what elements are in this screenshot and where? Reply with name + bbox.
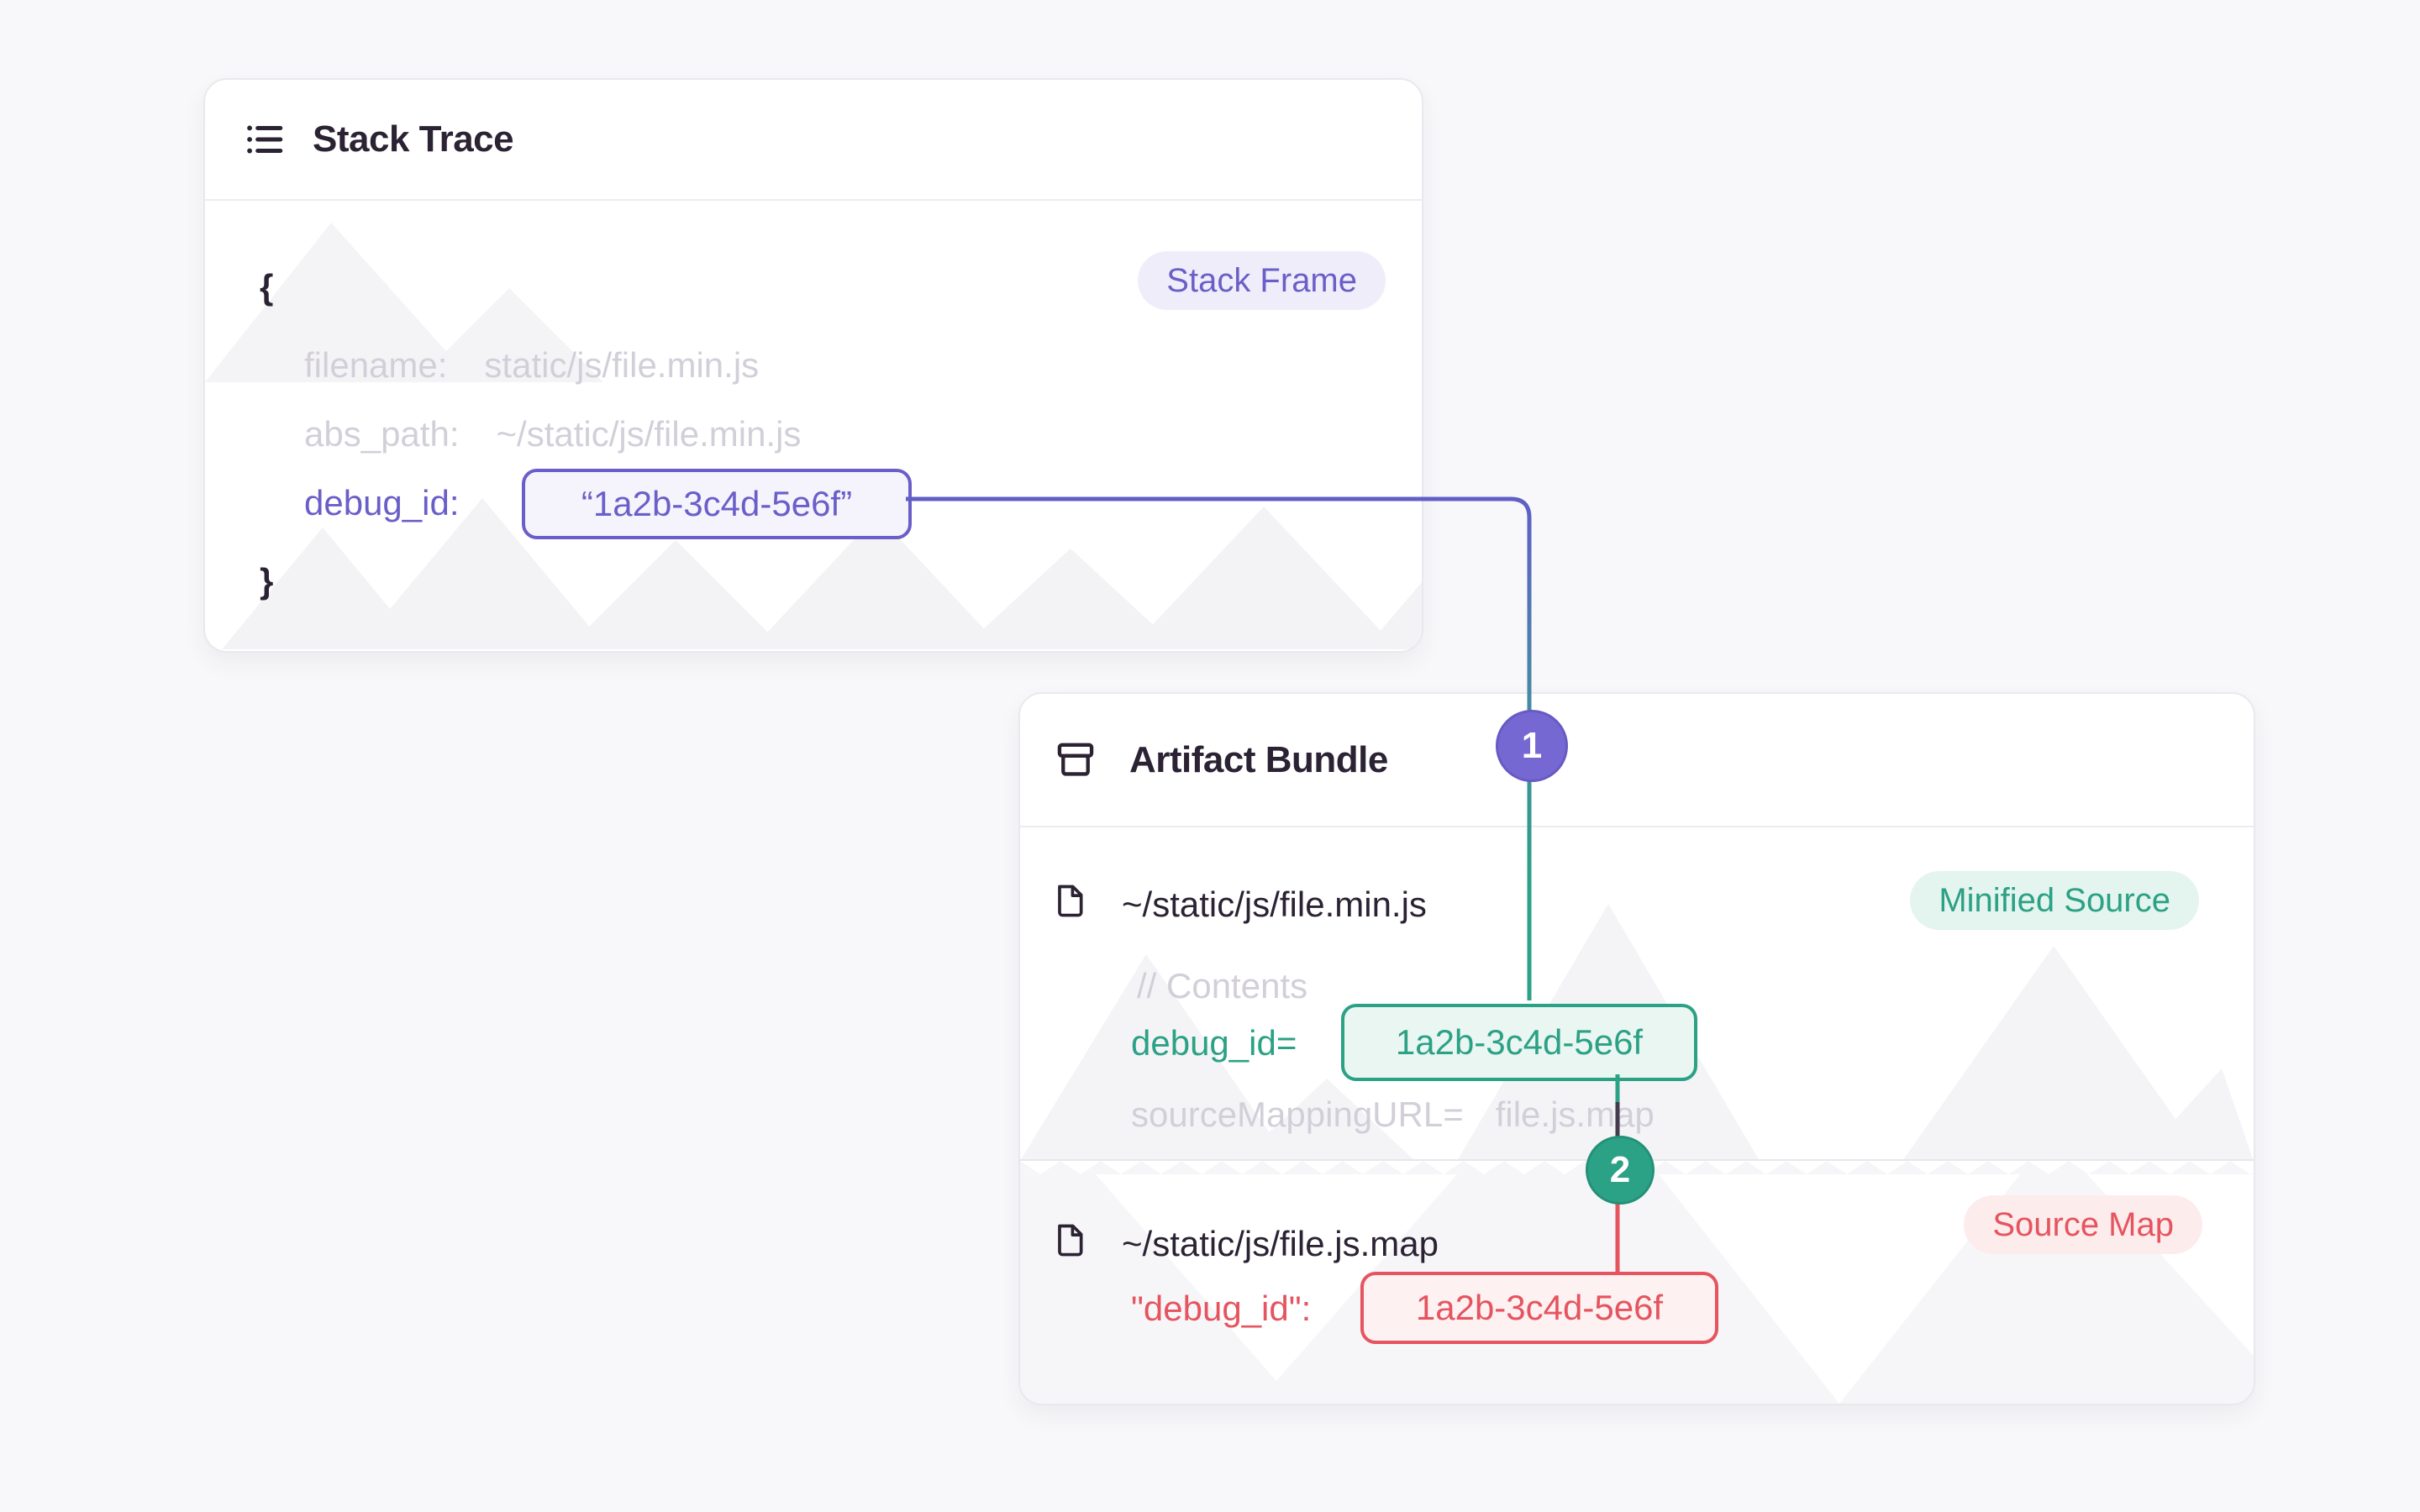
minified-source-badge-label: Minified Source xyxy=(1939,882,2170,919)
sourcemap-file-path: ~/static/js/file.js.map xyxy=(1122,1224,1439,1263)
artifact-bundle-header: Artifact Bundle xyxy=(1020,694,2254,827)
artifact-bundle-title: Artifact Bundle xyxy=(1129,738,1388,780)
stack-frame-badge: Stack Frame xyxy=(1138,251,1386,310)
bundle-debug-id-value: 1a2b-3c4d-5e6f xyxy=(1395,1022,1644,1062)
stack-trace-title: Stack Trace xyxy=(313,118,514,160)
bundle-debug-id-value-box: 1a2b-3c4d-5e6f xyxy=(1341,1004,1697,1081)
filename-row: filename: static/js/file.min.js xyxy=(304,344,759,388)
source-mapping-url-row: sourceMappingURL= file.js.map xyxy=(1131,1093,1655,1137)
bundle-debug-id-label: debug_id= xyxy=(1131,1023,1297,1063)
contents-comment: // Contents xyxy=(1137,966,1308,1005)
source-mapping-url-value: file.js.map xyxy=(1495,1095,1655,1134)
sourcemap-debug-id-value: 1a2b-3c4d-5e6f xyxy=(1415,1288,1664,1327)
abs-path-value: ~/static/js/file.min.js xyxy=(496,414,802,454)
step-2-number: 2 xyxy=(1609,1149,1631,1190)
file-icon xyxy=(1050,1221,1087,1263)
file-icon xyxy=(1050,882,1087,923)
artifact-bundle-card: Artifact Bundle ~/static/js/file.min.js … xyxy=(1018,692,2255,1405)
step-2-badge: 2 xyxy=(1586,1136,1655,1205)
brace-close: } xyxy=(260,561,274,601)
abs-path-row: abs_path: ~/static/js/file.min.js xyxy=(304,412,801,457)
debug-id-value-box: “1a2b-3c4d-5e6f” xyxy=(522,469,912,539)
abs-path-label: abs_path: xyxy=(304,414,460,454)
debug-id-value: “1a2b-3c4d-5e6f” xyxy=(581,484,853,523)
list-icon xyxy=(244,118,286,160)
sourcemap-debug-id-value-box: 1a2b-3c4d-5e6f xyxy=(1360,1272,1718,1344)
step-1-number: 1 xyxy=(1521,725,1543,766)
minified-file-path: ~/static/js/file.min.js xyxy=(1122,885,1427,924)
step-1-badge: 1 xyxy=(1496,710,1568,782)
filename-value: static/js/file.min.js xyxy=(484,345,760,385)
minified-source-badge: Minified Source xyxy=(1910,871,2199,930)
filename-label: filename: xyxy=(304,345,448,385)
debug-id-row-label: debug_id: xyxy=(304,483,460,522)
stack-trace-card: Stack Trace { Stack Frame filename: stati… xyxy=(203,78,1423,653)
source-mapping-url-label: sourceMappingURL= xyxy=(1131,1095,1464,1134)
stack-trace-header: Stack Trace xyxy=(205,80,1422,201)
stack-frame-badge-label: Stack Frame xyxy=(1166,262,1357,299)
source-map-badge: Source Map xyxy=(1964,1195,2202,1254)
source-map-badge-label: Source Map xyxy=(1992,1206,2174,1243)
archive-box-icon xyxy=(1054,738,1097,782)
brace-open: { xyxy=(260,267,274,307)
sourcemap-debug-id-label: "debug_id": xyxy=(1131,1289,1312,1328)
